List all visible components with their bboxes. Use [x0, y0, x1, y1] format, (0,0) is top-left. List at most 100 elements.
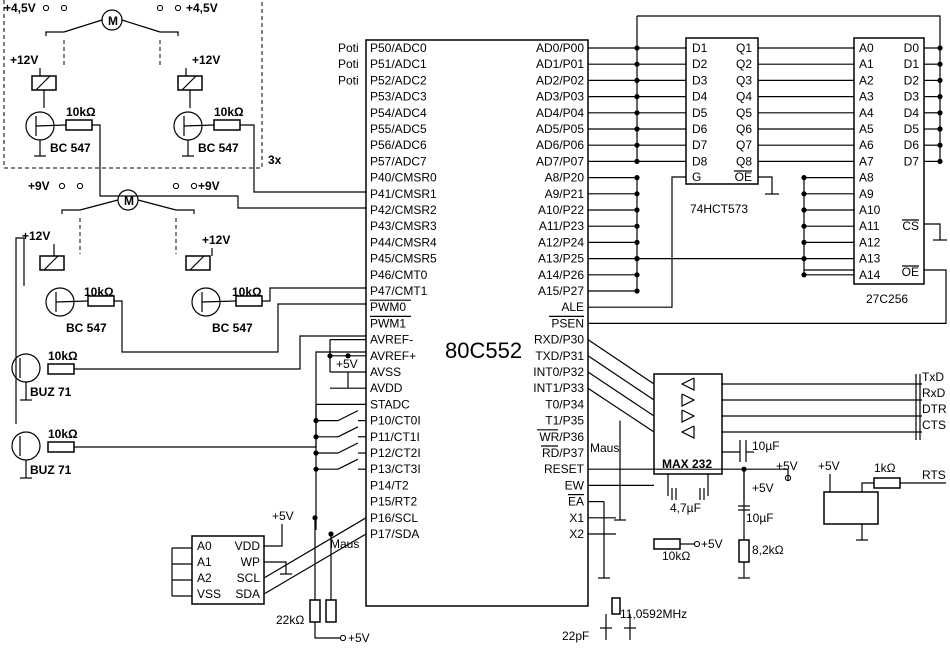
wire [74, 335, 366, 370]
mcu-left-pin-label: AVDD [370, 381, 403, 395]
poti-label: Poti [338, 57, 359, 71]
r-base-3: 10kΩ [84, 285, 114, 299]
eprom-d-pin: D1 [904, 57, 920, 71]
mosfet-1-label: BUZ 71 [30, 385, 72, 399]
mcu-left-pin-label: P51/ADC1 [370, 57, 427, 71]
eeprom-right-pin: WP [241, 555, 260, 569]
latch-q-pin: Q4 [736, 90, 752, 104]
wire [121, 19, 161, 33]
mcu-left-pin-label: AVREF+ [370, 349, 416, 363]
eprom-27c256: A0A1A2A3A4A5A6A7A8A9A10A11A12A13A14D0D1D… [853, 37, 925, 285]
latch-body [685, 37, 759, 185]
wire [181, 75, 197, 91]
v12-a: +12V [10, 53, 38, 67]
mcu-left-pin-label: P41/CMSR1 [370, 187, 437, 201]
crystal [611, 597, 621, 615]
mcu-right-pin-label: X2 [569, 527, 584, 541]
eeprom-left-pin: A1 [197, 555, 212, 569]
terminal-d [174, 4, 182, 12]
v9-left: +9V [28, 179, 50, 193]
eprom-a-pin: A1 [859, 57, 874, 71]
wire [924, 223, 941, 240]
mcu-left-pin-label: P46/CMT0 [370, 268, 428, 282]
crystal-label: 11,0592MHz [620, 607, 687, 621]
eprom-d-pin: D0 [904, 41, 920, 55]
eeprom-left-pin: A2 [197, 571, 212, 585]
mcu-left-pin-label: P16/SCL [370, 511, 418, 525]
eprom-a-pin: A8 [859, 171, 874, 185]
junction [345, 353, 351, 359]
junction [312, 515, 318, 521]
eprom-d-pin: D2 [904, 73, 920, 87]
r-gate-2: 10kΩ [48, 427, 78, 441]
mcu-left-pin-label: P47/CMT1 [370, 284, 428, 298]
wire [160, 31, 179, 36]
mcu-left-pin-label: P44/CMSR4 [370, 235, 437, 249]
wire [63, 19, 103, 33]
base-resistor-1 [65, 119, 93, 131]
wire [43, 255, 59, 271]
mcu-left-pin-label: P12/CT2I [370, 446, 421, 460]
wire [55, 300, 89, 303]
buffer-triangle [681, 393, 696, 407]
eprom-oe-pin: OE [902, 265, 919, 279]
latch-d-pin: D4 [692, 90, 708, 104]
mosfet-2 [11, 431, 41, 461]
v5-switch: +5V [776, 459, 798, 473]
ew-res-label: 10kΩ [662, 549, 690, 563]
gate-resistor-2 [47, 441, 75, 453]
transistor-1-label: BC 547 [50, 141, 91, 155]
v5-ew: +5V [701, 537, 723, 551]
v5-pullup-terminal [339, 634, 347, 642]
v45-left: +4,5V [4, 1, 36, 15]
buffer-triangle [680, 377, 695, 391]
mcu-right-pin-label: AD4/P04 [536, 106, 584, 120]
mcu-left-pin-label: P50/ADC0 [370, 41, 427, 55]
eprom-a-pin: A4 [859, 106, 874, 120]
mcu-right-pin-label: AD7/P07 [536, 154, 584, 168]
wire [61, 209, 80, 214]
wire [74, 351, 366, 448]
optocoupler [823, 491, 879, 525]
eeprom-right-pin: SDA [235, 587, 260, 601]
gate-resistor-1 [47, 363, 75, 375]
buffer-triangle [681, 409, 696, 423]
mcu-right-pin-label: T1/P35 [545, 414, 584, 428]
terminal-e [58, 182, 66, 190]
mcu-right-pin-label: A11/P23 [539, 219, 584, 233]
mcu-right-pin-label: A10/P22 [538, 203, 584, 217]
v12-b: +12V [192, 53, 220, 67]
terminal-h [190, 182, 198, 190]
mcu-right-pin-label: INT1/P33 [533, 381, 584, 395]
eeprom-left-pin: VSS [197, 587, 221, 601]
wire [45, 31, 64, 36]
relay-coil-2 [177, 75, 203, 91]
mcu-right-pin-label: AD6/P06 [536, 138, 584, 152]
latch-q-pin: Q7 [736, 138, 752, 152]
eprom-a-pin: A2 [859, 73, 874, 87]
mcu-left-pin-label: AVSS [370, 365, 401, 379]
eprom-a-pin: A9 [859, 187, 874, 201]
mcu-left-pin-label: P55/ADC5 [370, 122, 427, 136]
maus-label-left: Maus [330, 537, 359, 551]
wire [114, 300, 366, 353]
relay-coil-3 [39, 255, 65, 271]
mcu-left-pin-label: P42/CMSR2 [370, 203, 437, 217]
multiplier-label: 3x [268, 153, 282, 167]
eprom-d-pin: D5 [904, 122, 920, 136]
eprom-d-pin: D3 [904, 90, 920, 104]
v5-reset: +5V [752, 481, 774, 495]
latch-title: 74HCT573 [690, 202, 748, 216]
latch-d-pin: D1 [692, 41, 708, 55]
terminal-b [60, 4, 68, 12]
mcu-left-pin-label: P17/SDA [370, 527, 419, 541]
mcu-right-pin-label: A9/P21 [545, 187, 585, 201]
wire [137, 199, 177, 211]
wire [337, 458, 359, 470]
mcu-right-pin-label: A12/P24 [538, 235, 584, 249]
latch-oe-pin: OE [735, 170, 752, 184]
max232-cap2: 4,7µF [670, 501, 701, 515]
latch-q-pin: Q3 [736, 73, 752, 87]
wire [262, 287, 366, 302]
